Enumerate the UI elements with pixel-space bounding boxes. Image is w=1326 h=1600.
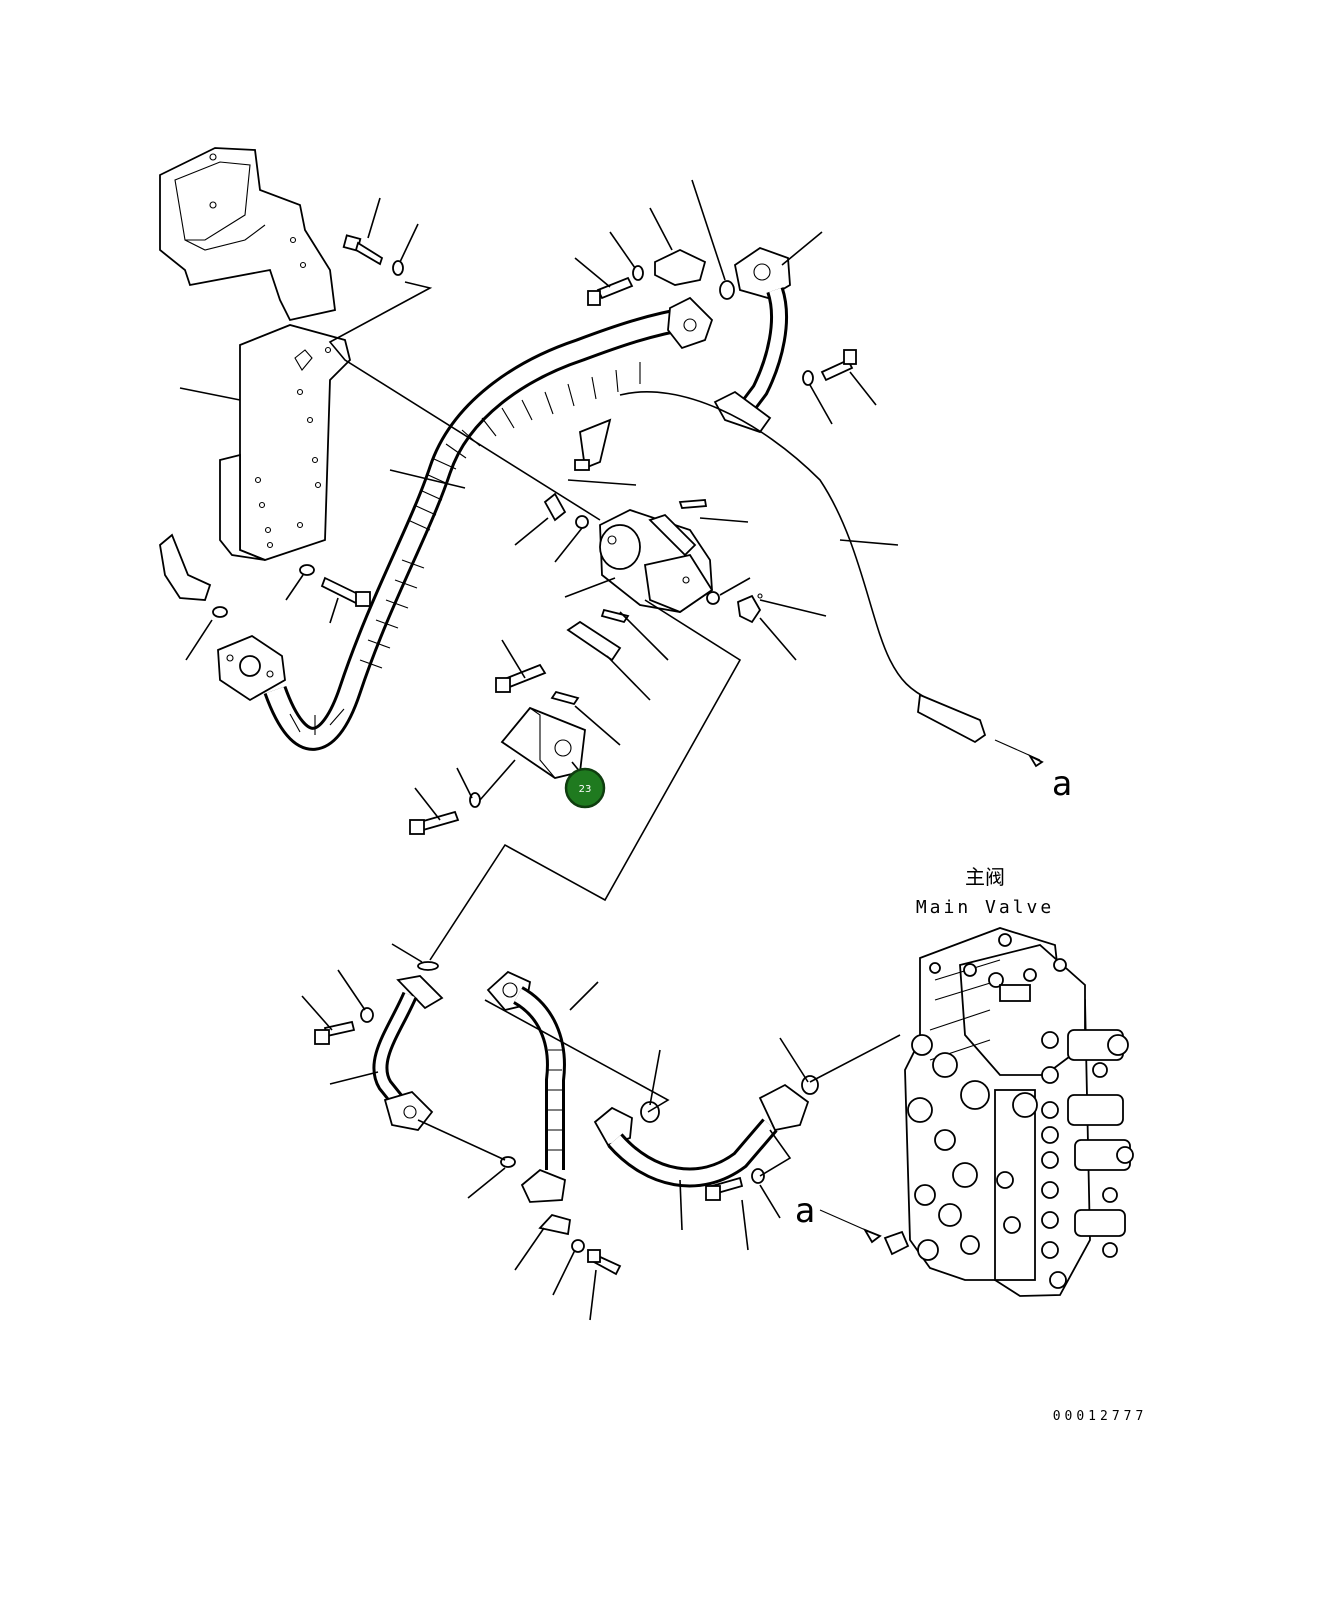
leader-lines-upper — [179, 179, 899, 961]
leader-lines-lower — [301, 969, 901, 1321]
bolt-lower-left — [299, 564, 371, 607]
lower-tube-right — [593, 1075, 819, 1201]
tube-upper-right — [713, 246, 857, 434]
solenoid-valve-assembly — [543, 418, 763, 624]
mounting-bracket — [159, 147, 351, 561]
callout-number: 23 — [579, 784, 592, 795]
connection-marker-lower: a — [795, 1191, 815, 1231]
connector-a-lower — [819, 1209, 910, 1256]
valve-block-lower — [409, 620, 622, 835]
clamp-top — [587, 249, 735, 306]
hose-fitting-lower-left — [217, 634, 286, 702]
main-valve-label-cn: 主阀 — [965, 865, 1005, 889]
hose-fitting-upper — [667, 296, 714, 350]
drawing-number: 00012777 — [1053, 1409, 1148, 1424]
callout-23[interactable]: 23 — [564, 767, 606, 809]
elbow-fitting-left — [159, 533, 228, 618]
lower-tube-left — [314, 943, 516, 1168]
lower-tube-center — [486, 970, 622, 1276]
thin-tube-to-a — [619, 391, 1044, 768]
main-valve-body — [904, 927, 1134, 1297]
main-valve-label-en: Main Valve — [916, 897, 1054, 918]
connection-marker-upper: a — [1052, 764, 1072, 804]
bolt-top-left — [342, 234, 404, 276]
callout-circle[interactable] — [564, 767, 606, 809]
